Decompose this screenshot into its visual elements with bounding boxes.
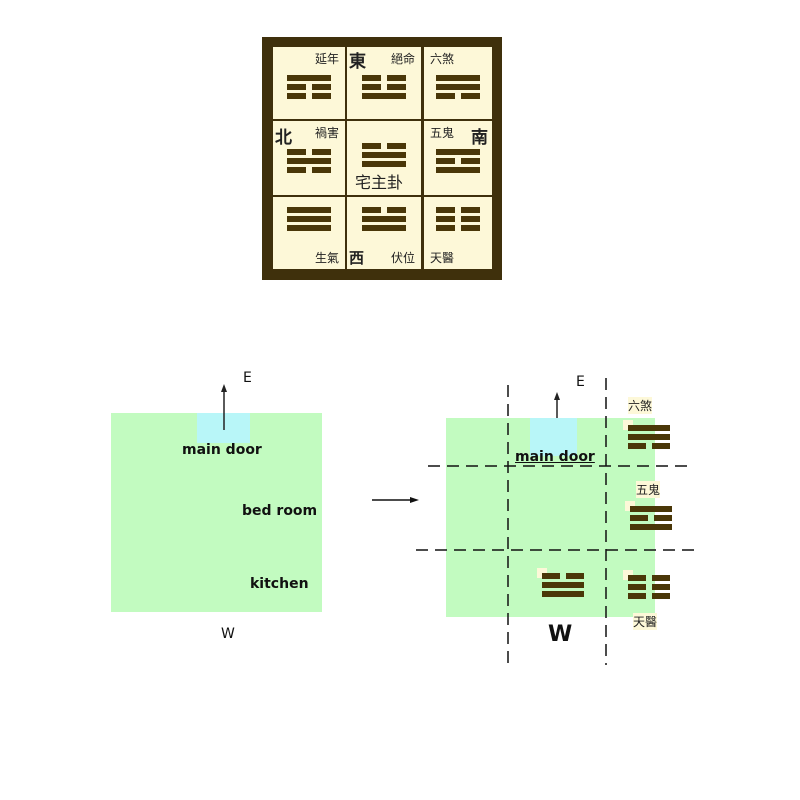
bagua-grid: 延年 絕命 東 六煞禍害 北宅主卦 五鬼 南生氣 伏位 西 天醫 <box>262 37 502 280</box>
kitchen-label: kitchen <box>250 576 309 592</box>
bagua-cell-label: 宅主卦 <box>355 173 404 192</box>
bagua-cell: 延年 <box>273 47 345 119</box>
west-label-right: W <box>548 622 573 647</box>
main-door-area-right <box>530 418 577 456</box>
bagua-cell-label: 延年 <box>314 52 339 66</box>
trigram-icon <box>628 575 670 599</box>
bed-room-label: bed room <box>242 503 318 519</box>
trigram-box-label: 天醫 <box>633 613 658 630</box>
direction-label: 南 <box>471 128 488 148</box>
trigram-box-label: 六煞 <box>628 397 653 414</box>
trigram-icon <box>287 149 332 173</box>
trigram-box <box>623 570 670 599</box>
trigram-icon <box>362 75 407 99</box>
bagua-cell: 天醫 <box>424 197 492 269</box>
east-label: E <box>243 370 252 386</box>
bagua-cell-label: 伏位 <box>390 251 415 265</box>
bagua-cell: 六煞 <box>424 47 492 119</box>
trigram-icon <box>630 506 672 530</box>
bagua-cell: 伏位 西 <box>347 197 421 269</box>
bagua-cell-label: 天醫 <box>430 251 455 265</box>
direction-label: 西 <box>349 249 365 267</box>
main-door-label: main door <box>182 442 262 458</box>
trigram-box-label: 五鬼 <box>636 481 661 498</box>
bagua-cell: 生氣 <box>273 197 345 269</box>
bagua-cell-label: 五鬼 <box>430 126 455 140</box>
bagua-cell: 五鬼 南 <box>424 121 492 195</box>
bagua-cell: 禍害 北 <box>273 121 345 195</box>
trigram-icon <box>436 75 481 99</box>
direction-label: 北 <box>275 128 292 148</box>
west-label: W <box>221 626 235 642</box>
trigram-icon <box>436 207 481 231</box>
bagua-cell: 絕命 東 <box>347 47 421 119</box>
bagua-cell: 宅主卦 <box>347 121 421 195</box>
bagua-cell-label: 絕命 <box>390 52 415 66</box>
bagua-cell-label: 禍害 <box>314 126 339 140</box>
main-door-label-right: main door <box>515 449 595 465</box>
trigram-box <box>625 501 672 530</box>
direction-label: 東 <box>349 52 366 72</box>
north-arrow-left <box>221 384 227 430</box>
floor-plan-left <box>111 413 322 612</box>
east-label-right: E <box>576 374 585 390</box>
trigram-icon <box>436 149 481 173</box>
trigram-icon <box>362 143 407 167</box>
trigram-icon <box>628 425 670 449</box>
trigram-box <box>537 568 584 597</box>
bagua-cell-label: 六煞 <box>430 52 455 66</box>
trigram-box <box>623 420 670 449</box>
trigram-icon <box>287 75 332 99</box>
trigram-icon <box>287 207 331 231</box>
trigram-icon <box>542 573 584 597</box>
trigram-icon <box>362 207 407 231</box>
transform-arrow <box>372 497 419 503</box>
bagua-cell-label: 生氣 <box>314 251 339 265</box>
